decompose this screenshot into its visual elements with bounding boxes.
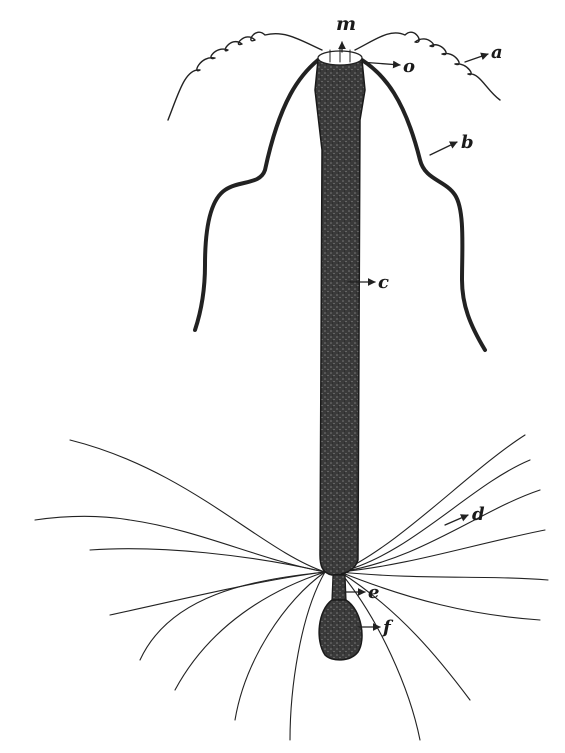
terminal-bulb (319, 600, 362, 660)
label-a: a (491, 42, 503, 63)
arm-right (362, 60, 485, 350)
label-b: b (461, 132, 474, 153)
label-e: e (368, 582, 379, 603)
label-arrows (342, 42, 488, 627)
label-d: d (472, 504, 485, 525)
basal-filaments (35, 435, 548, 740)
label-m: m (336, 13, 356, 35)
label-f: f (381, 617, 394, 638)
label-c: c (378, 272, 389, 293)
neck (332, 575, 346, 600)
coiled-flagellum-right (355, 32, 500, 100)
stalk-body (315, 48, 365, 575)
label-o: o (403, 56, 415, 77)
coiled-flagellum-left (168, 32, 322, 120)
arm-left (195, 60, 318, 330)
